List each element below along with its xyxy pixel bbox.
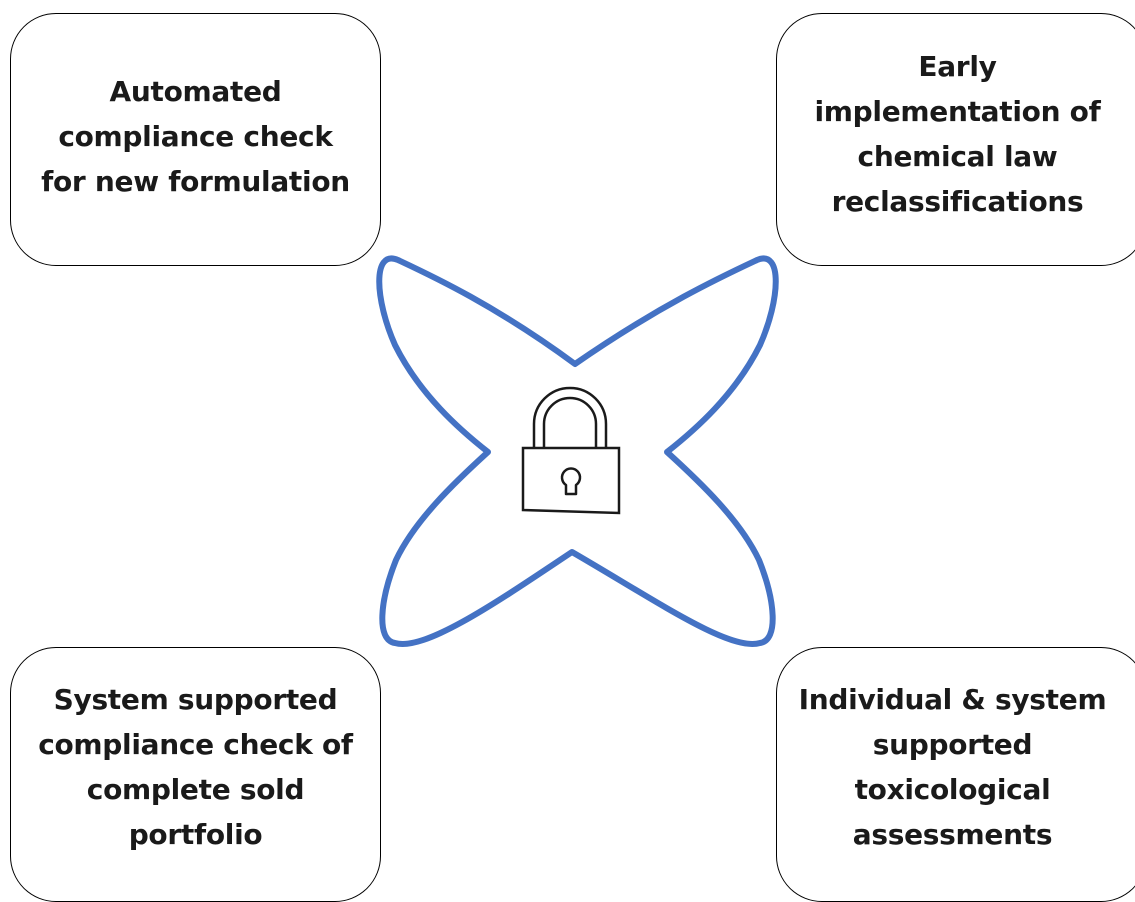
feature-box-label: Individual & system supported toxicologi… (798, 682, 1107, 851)
feature-box-automated-compliance: Automated compliance check for new formu… (10, 13, 381, 266)
feature-box-early-implementation: Early implementation of chemical law rec… (776, 13, 1135, 266)
feature-box-portfolio-compliance: System supported compliance check of com… (10, 647, 381, 902)
feature-box-toxicological-assessments: Individual & system supported toxicologi… (776, 647, 1135, 902)
padlock-icon (521, 386, 621, 515)
feature-box-label: System supported compliance check of com… (38, 682, 353, 851)
feature-box-label: Automated compliance check for new formu… (41, 75, 350, 198)
feature-box-label: Early implementation of chemical law rec… (814, 49, 1101, 218)
